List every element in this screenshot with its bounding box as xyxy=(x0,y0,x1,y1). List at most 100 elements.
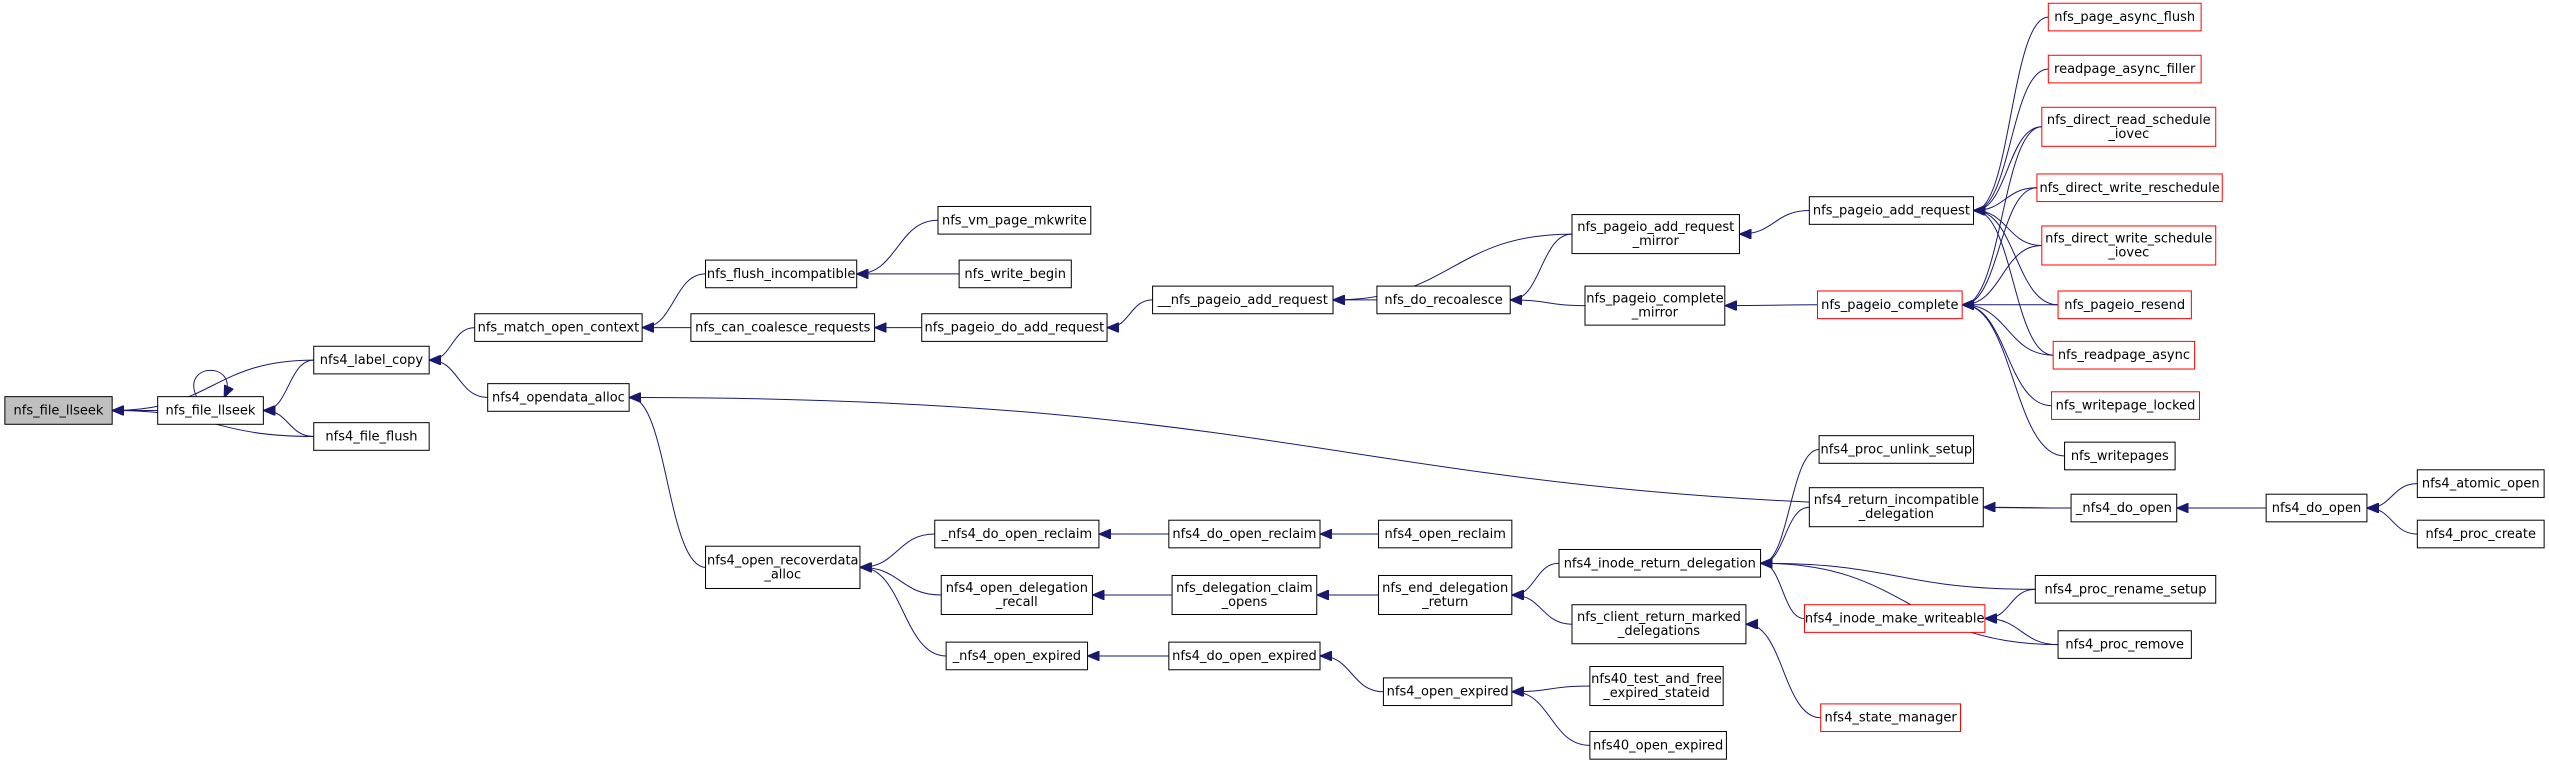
node-box xyxy=(1378,574,1513,615)
function-node-nfs-file-llseek-root[interactable]: nfs_file_llseek xyxy=(4,396,113,425)
node-label: _iovec xyxy=(2107,127,2149,142)
node-box xyxy=(2047,2,2202,32)
function-node-nfs4-do-open[interactable]: _nfs4_do_open xyxy=(2070,493,2178,523)
function-node-nfs4-proc-unlink-setup[interactable]: nfs4_proc_unlink_setup xyxy=(1818,435,1975,464)
call-edge xyxy=(1513,562,1559,595)
call-edge xyxy=(1108,299,1153,328)
call-edge xyxy=(1963,305,2052,407)
function-node-nfs4-proc-create[interactable]: nfs4_proc_create xyxy=(2416,519,2545,549)
call-edge xyxy=(430,327,475,361)
function-node-nfs-pageio-add-request-mirror[interactable]: nfs_pageio_add_request_mirror xyxy=(1571,214,1740,255)
function-node-nfs4-open-recoverdata-alloc[interactable]: nfs4_open_recoverdata_alloc xyxy=(705,545,861,589)
call-edge xyxy=(1762,563,1805,620)
call-edge xyxy=(1513,595,1572,625)
call-edge xyxy=(1747,624,1821,719)
call-edge xyxy=(861,533,935,567)
node-label: nfs_readpage_async xyxy=(2058,348,2190,363)
node-label: nfs4_proc_create xyxy=(2425,527,2536,542)
node-label: nfs_pageio_complete xyxy=(1586,292,1723,307)
node-box xyxy=(474,313,643,342)
function-node-nfs4-do-open-reclaim[interactable]: nfs4_do_open_reclaim xyxy=(1168,519,1321,549)
function-node-nfs-pageio-do-add-request[interactable]: nfs_pageio_do_add_request xyxy=(921,313,1108,342)
node-box xyxy=(2265,493,2368,523)
node-label: nfs_vm_page_mkwrite xyxy=(942,213,1087,228)
function-node-nfs-do-recoalesce[interactable]: nfs_do_recoalesce xyxy=(1376,285,1511,315)
node-label: nfs4_opendata_alloc xyxy=(492,390,625,405)
node-box xyxy=(2034,574,2217,604)
function-node-nfs4-do-open[interactable]: nfs4_do_open xyxy=(2265,493,2368,523)
function-node-nfs4-open-expired[interactable]: nfs4_open_expired xyxy=(1382,677,1513,707)
function-node-nfs-readpage-async[interactable]: nfs_readpage_async xyxy=(2052,340,2196,370)
function-node-nfs4-inode-return-delegation[interactable]: nfs4_inode_return_delegation xyxy=(1558,548,1762,578)
function-node-nfs-pageio-add-request[interactable]: __nfs_pageio_add_request xyxy=(1152,285,1334,315)
function-node-nfs-flush-incompatible[interactable]: nfs_flush_incompatible xyxy=(705,259,858,289)
function-node-nfs-vm-page-mkwrite[interactable]: nfs_vm_page_mkwrite xyxy=(937,205,1092,235)
function-node-nfs-file-llseek[interactable]: nfs_file_llseek xyxy=(157,396,264,425)
function-node-nfs-pageio-complete[interactable]: nfs_pageio_complete xyxy=(1816,290,1963,320)
function-node-nfs-delegation-claim-opens[interactable]: nfs_delegation_claim_opens xyxy=(1171,574,1318,615)
node-box xyxy=(1808,487,1984,528)
function-node-nfs-end-delegation-return[interactable]: nfs_end_delegation_return xyxy=(1378,574,1513,615)
function-node-nfs-page-async-flush[interactable]: nfs_page_async_flush xyxy=(2047,2,2202,32)
node-label: _alloc xyxy=(763,567,801,582)
node-box xyxy=(1589,731,1727,760)
function-node-nfs-pageio-complete-mirror[interactable]: nfs_pageio_complete_mirror xyxy=(1584,285,1726,326)
function-node-nfs-writepage-locked[interactable]: nfs_writepage_locked xyxy=(2051,391,2200,420)
call-edge xyxy=(113,359,314,410)
node-box xyxy=(940,574,1093,615)
node-label: nfs40_open_expired xyxy=(1593,738,1723,753)
node-label: nfs_flush_incompatible xyxy=(707,267,855,282)
call-edge xyxy=(1975,68,2049,210)
node-label: _mirror xyxy=(1631,306,1679,321)
node-label: _delegation xyxy=(1858,507,1934,522)
function-node-nfs4-atomic-open[interactable]: nfs4_atomic_open xyxy=(2416,469,2545,498)
call-edge xyxy=(430,360,488,398)
function-node-nfs4-proc-remove[interactable]: nfs4_proc_remove xyxy=(2057,630,2192,659)
function-node-nfs-match-open-context[interactable]: nfs_match_open_context xyxy=(474,313,643,342)
function-node-nfs4-do-open-reclaim[interactable]: _nfs4_do_open_reclaim xyxy=(934,519,1100,549)
function-node-nfs4-proc-rename-setup[interactable]: nfs4_proc_rename_setup xyxy=(2034,574,2217,604)
function-node-nfs-pageio-resend[interactable]: nfs_pageio_resend xyxy=(2057,290,2192,320)
function-node-nfs4-label-copy[interactable]: nfs4_label_copy xyxy=(313,345,430,375)
function-node-nfs-direct-write-reschedule[interactable]: nfs_direct_write_reschedule xyxy=(2036,173,2223,203)
node-label: _nfs4_do_open_reclaim xyxy=(941,527,1093,542)
function-node-nfs-writepages[interactable]: nfs_writepages xyxy=(2064,441,2176,471)
node-box xyxy=(2057,290,2192,320)
call-edge xyxy=(1963,244,2042,304)
function-node-nfs4-opendata-alloc[interactable]: nfs4_opendata_alloc xyxy=(487,383,630,412)
function-node-nfs40-open-expired[interactable]: nfs40_open_expired xyxy=(1589,731,1727,760)
function-node-readpage-async-filler[interactable]: readpage_async_filler xyxy=(2047,54,2202,84)
function-node-nfs4-file-flush[interactable]: nfs4_file_flush xyxy=(313,422,430,451)
node-box xyxy=(1571,604,1747,645)
node-label: _mirror xyxy=(1632,234,1680,249)
node-label: nfs_delegation_claim xyxy=(1176,581,1313,596)
node-box xyxy=(1803,604,1986,633)
function-node-nfs4-inode-make-writeable[interactable]: nfs4_inode_make_writeable xyxy=(1803,604,1986,633)
node-box xyxy=(690,313,876,342)
function-node-nfs4-open-delegation-recall[interactable]: nfs4_open_delegation_recall xyxy=(940,574,1093,615)
node-label: nfs4_proc_unlink_setup xyxy=(1821,442,1973,457)
function-node-nfs4-return-incompatible-delegation[interactable]: nfs4_return_incompatible_delegation xyxy=(1808,487,1984,528)
function-node-nfs-direct-write-schedule-iovec[interactable]: nfs_direct_write_schedule_iovec xyxy=(2041,225,2217,266)
function-node-nfs4-do-open-expired[interactable]: nfs4_do_open_expired xyxy=(1168,641,1321,671)
node-box xyxy=(1382,677,1513,707)
function-node-nfs4-open-reclaim[interactable]: nfs4_open_reclaim xyxy=(1378,519,1513,549)
node-label: nfs4_do_open_expired xyxy=(1172,649,1317,664)
function-node-nfs4-state-manager[interactable]: nfs4_state_manager xyxy=(1820,703,1962,733)
node-box xyxy=(313,345,430,375)
function-node-nfs-write-begin[interactable]: nfs_write_begin xyxy=(958,259,1072,289)
node-box xyxy=(2064,441,2176,471)
node-label: nfs4_open_expired xyxy=(1387,685,1509,700)
function-node-nfs-can-coalesce-requests[interactable]: nfs_can_coalesce_requests xyxy=(690,313,876,342)
function-node-nfs-direct-read-schedule-iovec[interactable]: nfs_direct_read_schedule_iovec xyxy=(2041,106,2217,147)
call-edge xyxy=(1963,305,2054,356)
function-node-nfs4-open-expired[interactable]: _nfs4_open_expired xyxy=(945,641,1089,671)
call-edge xyxy=(630,397,706,568)
node-box xyxy=(2041,225,2217,266)
call-edge xyxy=(2368,508,2418,535)
function-node-nfs-client-return-marked-delegations[interactable]: nfs_client_return_marked_delegations xyxy=(1571,604,1747,645)
node-label: nfs_file_llseek xyxy=(166,403,256,418)
function-node-nfs-pageio-add-request[interactable]: nfs_pageio_add_request xyxy=(1808,196,1975,225)
function-node-nfs40-test-and-free-expired-stateid[interactable]: nfs40_test_and_free_expired_stateid xyxy=(1589,666,1724,707)
